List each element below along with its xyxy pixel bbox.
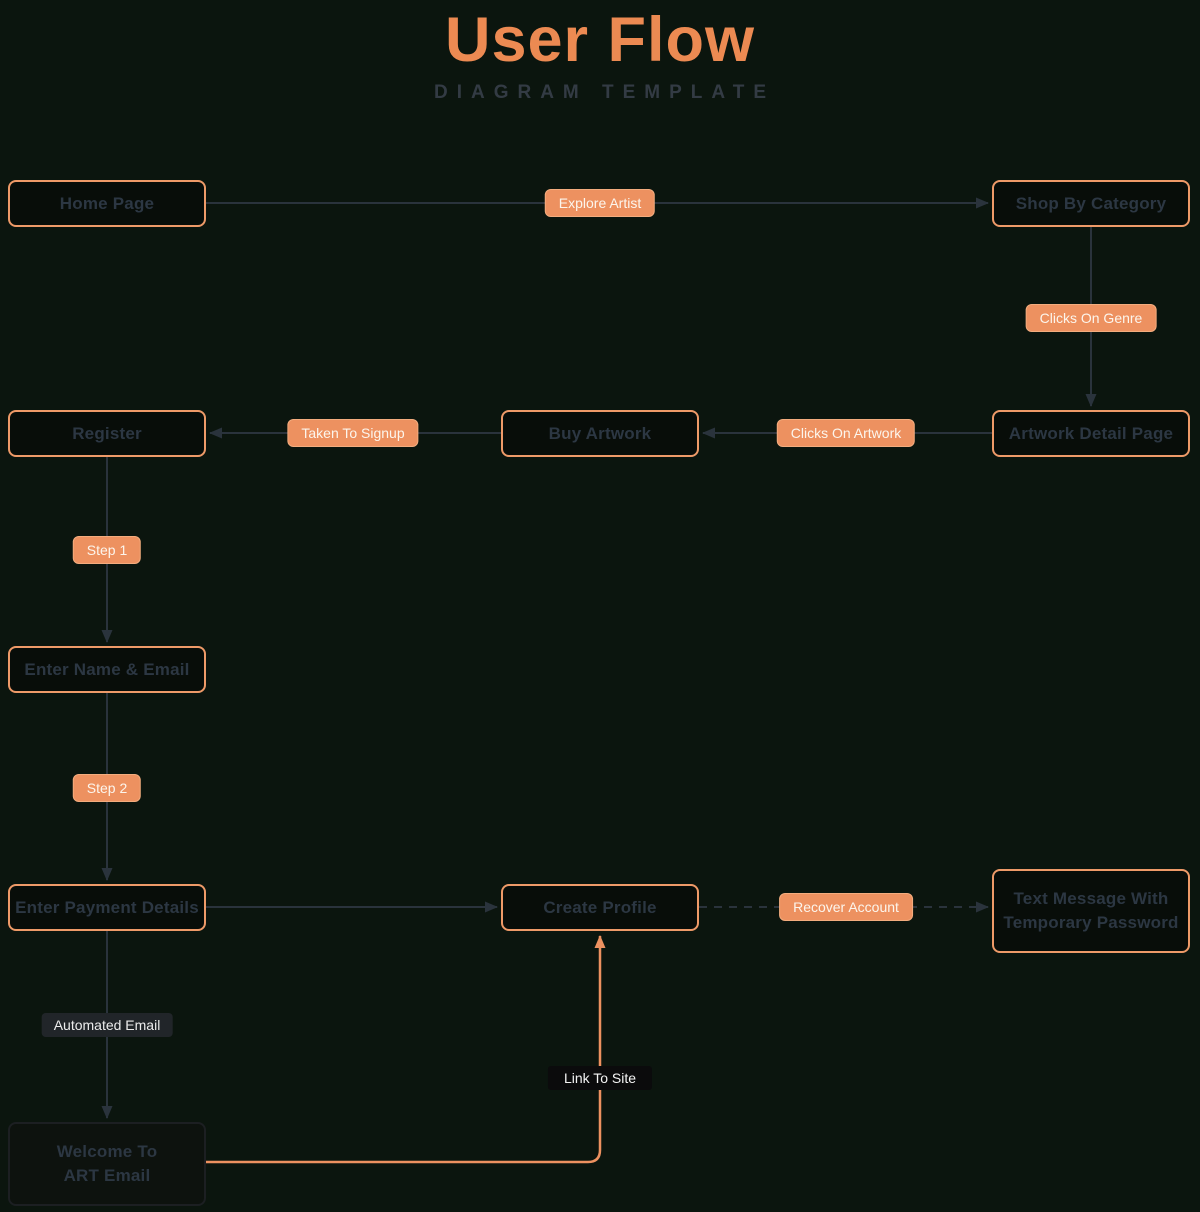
edge-label-text: Clicks On Genre bbox=[1039, 310, 1143, 326]
edge-label-clicks-on-genre[interactable]: Clicks On Genre bbox=[1025, 304, 1157, 332]
edge-label-text: Explore Artist bbox=[558, 195, 642, 211]
node-label: Artwork Detail Page bbox=[1008, 423, 1174, 443]
node-label: Create Profile bbox=[543, 897, 657, 917]
node-register[interactable]: Register bbox=[8, 410, 206, 457]
node-buy-artwork[interactable]: Buy Artwork bbox=[501, 410, 699, 457]
node-label-line1: Text Message With bbox=[1013, 889, 1169, 908]
edge-label-automated-email[interactable]: Automated Email bbox=[41, 1013, 173, 1037]
edge-label-text: Link To Site bbox=[563, 1070, 637, 1086]
node-label: Register bbox=[72, 423, 142, 443]
node-label-line1: Welcome To bbox=[56, 1142, 158, 1161]
node-label: Enter Payment Details bbox=[15, 897, 199, 917]
node-shop-by-category[interactable]: Shop By Category bbox=[992, 180, 1190, 227]
node-label: Enter Name & Email bbox=[24, 659, 190, 679]
edge-label-text: Automated Email bbox=[53, 1017, 161, 1033]
node-label-line2: Temporary Password bbox=[1003, 913, 1179, 932]
node-home-page[interactable]: Home Page bbox=[8, 180, 206, 227]
node-enter-payment-details[interactable]: Enter Payment Details bbox=[8, 884, 206, 931]
edge-label-text: Clicks On Artwork bbox=[790, 425, 902, 441]
node-artwork-detail-page[interactable]: Artwork Detail Page bbox=[992, 410, 1190, 457]
edge-label-taken-to-signup[interactable]: Taken To Signup bbox=[287, 419, 419, 447]
node-enter-name-email[interactable]: Enter Name & Email bbox=[8, 646, 206, 693]
node-text-message-temporary-password[interactable]: Text Message With Temporary Password bbox=[992, 869, 1190, 953]
edge-label-text: Taken To Signup bbox=[301, 425, 405, 441]
node-label: Buy Artwork bbox=[548, 423, 652, 443]
node-label-line2: ART Email bbox=[63, 1166, 151, 1185]
edge-label-clicks-on-artwork[interactable]: Clicks On Artwork bbox=[776, 419, 916, 447]
edge-label-step-1[interactable]: Step 1 bbox=[72, 536, 142, 564]
edge-label-text: Step 1 bbox=[86, 542, 128, 558]
edge-welcome-email-to-create-profile bbox=[206, 935, 606, 1164]
node-label: Shop By Category bbox=[1015, 193, 1167, 213]
edge-label-explore-artist[interactable]: Explore Artist bbox=[544, 189, 656, 217]
node-label: Home Page bbox=[59, 193, 155, 213]
node-welcome-art-email[interactable]: Welcome To ART Email bbox=[8, 1122, 206, 1206]
edge-label-step-2[interactable]: Step 2 bbox=[72, 774, 142, 802]
edge-label-text: Recover Account bbox=[793, 899, 899, 915]
edge-label-text: Step 2 bbox=[86, 780, 128, 796]
node-create-profile[interactable]: Create Profile bbox=[501, 884, 699, 931]
edge-label-recover-account[interactable]: Recover Account bbox=[779, 893, 913, 921]
edge-label-link-to-site[interactable]: Link To Site bbox=[547, 1066, 653, 1090]
